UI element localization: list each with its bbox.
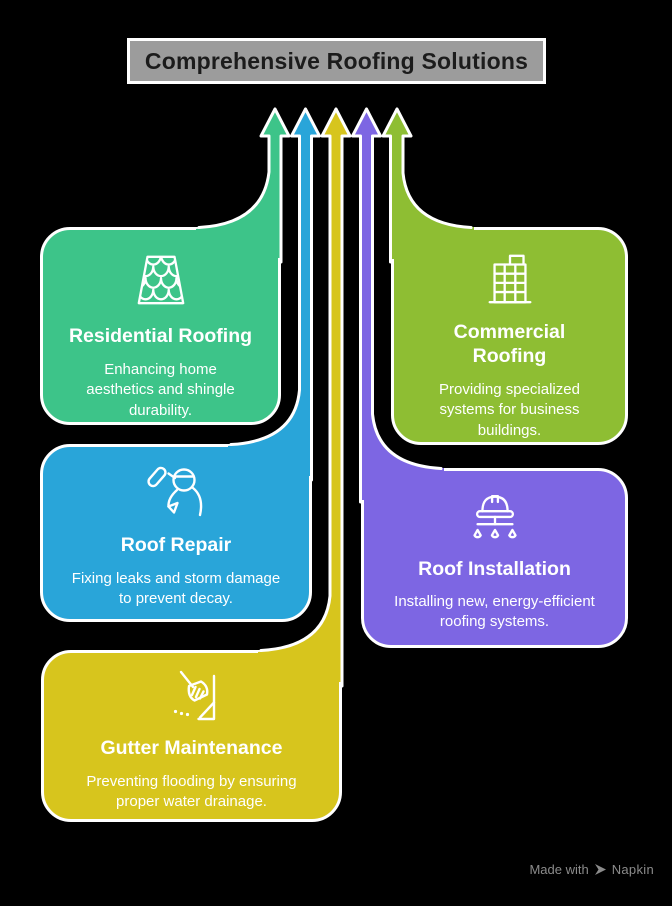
page-title-bar: Comprehensive Roofing Solutions (127, 38, 546, 84)
napkin-logo-icon (594, 864, 606, 875)
card-title: Gutter Maintenance (100, 737, 283, 759)
card-commercial-roofing: Commercial Roofing Providing specialized… (391, 227, 628, 445)
card-gutter-maintenance: Gutter Maintenance Preventing flooding b… (41, 650, 342, 822)
card-title: Roof Repair (120, 534, 232, 556)
gutter-broom-icon (162, 667, 222, 728)
hardhat-drops-icon (466, 488, 524, 549)
page-title: Comprehensive Roofing Solutions (144, 47, 529, 74)
watermark-brand: Napkin (611, 862, 654, 877)
card-roof-repair: Roof Repair Fixing leaks and storm damag… (40, 444, 312, 622)
card-description: Installing new, energy-efficient roofing… (394, 592, 595, 631)
card-title: Residential Roofing (68, 325, 253, 347)
card-description: Preventing flooding by ensuring proper w… (86, 772, 297, 811)
roof-worker-icon (143, 463, 209, 526)
card-description: Fixing leaks and storm damage to prevent… (71, 569, 281, 608)
card-title: Roof Installation (418, 558, 571, 580)
card-title: Commercial Roofing (453, 321, 566, 367)
card-roof-installation: Roof Installation Installing new, energy… (361, 468, 628, 648)
card-description: Enhancing home aesthetics and shingle du… (86, 360, 235, 420)
shingle-roof-icon (132, 252, 190, 313)
office-building-icon (481, 251, 539, 312)
watermark: Made with Napkin (529, 862, 654, 877)
card-residential-roofing: Residential Roofing Enhancing home aesth… (40, 227, 281, 425)
card-description: Providing specialized systems for busine… (439, 380, 580, 439)
watermark-prefix: Made with (529, 862, 589, 877)
